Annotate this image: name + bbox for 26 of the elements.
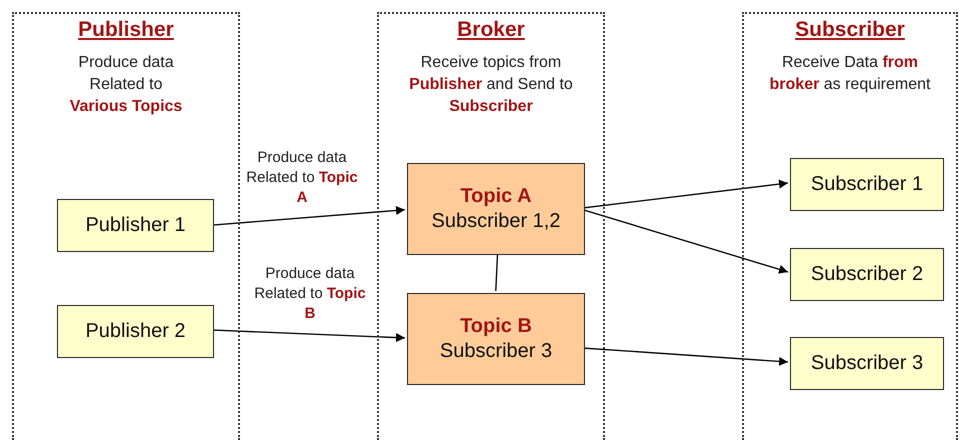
process-box <box>57 305 214 358</box>
lane-description: Receive Data from broker as requirement <box>768 53 932 95</box>
process-box <box>790 248 944 301</box>
lane-description: Produce data Related to Various Topics <box>68 53 184 117</box>
swimlane <box>377 12 605 440</box>
process-box <box>790 158 944 211</box>
topic-title: Topic B <box>460 314 532 339</box>
process-box <box>790 337 944 390</box>
box-label: Subscriber 3 <box>440 339 552 364</box>
topic-title: Topic A <box>460 184 532 209</box>
box-label: Publisher 2 <box>85 319 186 344</box>
box-label: Subscriber 1 <box>810 172 924 197</box>
lane-heading: Broker <box>457 18 525 41</box>
box-label: Subscriber 1,2 <box>432 209 560 234</box>
topic-box <box>407 293 585 385</box>
swimlane <box>742 12 958 440</box>
box-label: Subscriber 2 <box>810 262 924 287</box>
box-label: Publisher 1 <box>85 213 186 238</box>
lane-description: Receive topics from Publisher and Send to Subscriber <box>408 53 574 117</box>
box-label: Subscriber 3 <box>810 351 924 376</box>
swimlane <box>12 12 240 440</box>
lane-heading: Publisher <box>78 18 174 41</box>
connector-line <box>495 252 498 292</box>
lane-heading: Subscriber <box>795 18 905 41</box>
process-box <box>57 199 214 252</box>
topic-box <box>407 163 585 255</box>
